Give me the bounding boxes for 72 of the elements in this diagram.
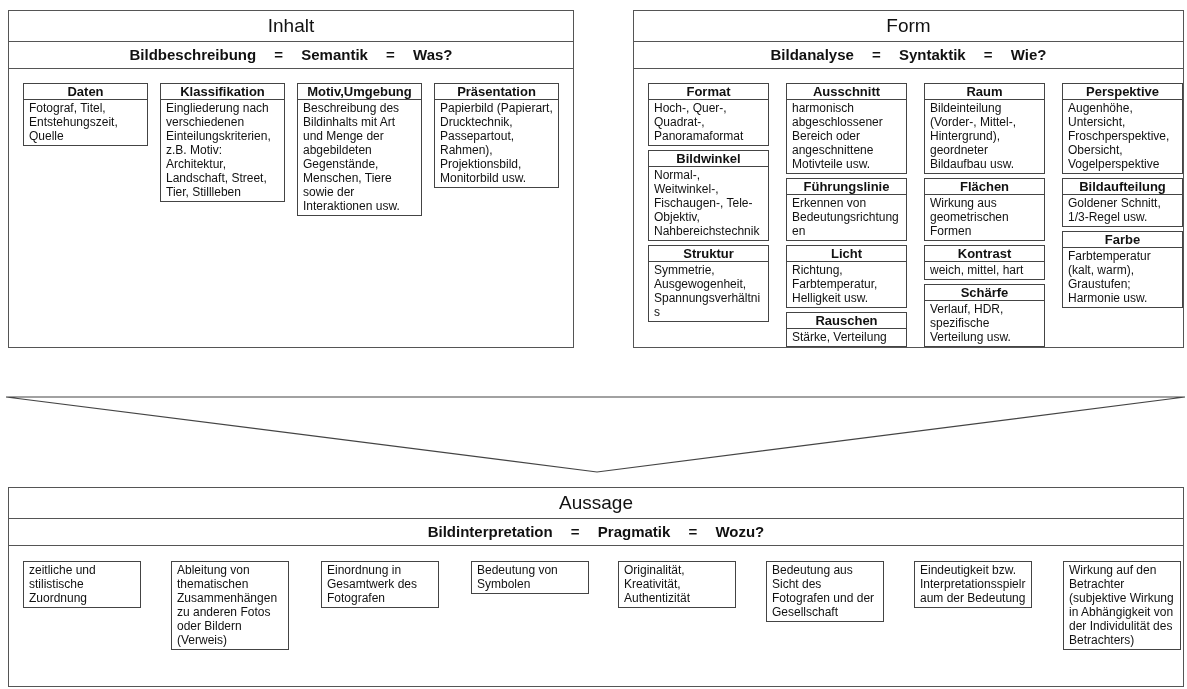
box-text: Farbtemperatur (kalt, warm), Graustufen; Harmonie usw. <box>1067 248 1152 307</box>
category-box <box>160 83 285 202</box>
text-box: Bedeutung von Symbolen <box>471 561 589 594</box>
box-text: Richtung, Farbtemperatur, Helligkeit usw. <box>791 262 879 307</box>
category-box <box>1062 83 1183 174</box>
panel-subtitle: Bildbeschreibung = Semantik = Was? <box>9 42 573 69</box>
box-text: Bildeinteilung (Vorder-, Mittel-, Hintergrund), geordneter Bildaufbau usw. <box>929 100 1017 173</box>
category-box <box>1062 231 1183 308</box>
category-box <box>648 150 769 241</box>
text-box: Wirkung auf den Betrachter (subjektive Wirkung in Abhängigkeit von der Individulität des Betrachters) <box>1063 561 1181 650</box>
box-heading: Führungslinie <box>787 179 906 195</box>
box-heading: Format <box>649 84 768 100</box>
box-text: Hoch-, Quer-, Quadrat-, Panoramaformat <box>653 100 745 145</box>
box-text: Normal-, Weitwinkel-, Fischaugen-, Tele-Objektiv, Nahbereichstechnik <box>653 167 761 240</box>
box-heading: Licht <box>787 246 906 262</box>
box-heading: Präsentation <box>435 84 558 100</box>
category-box <box>23 83 148 146</box>
box-heading: Motiv,Umgebung <box>298 84 421 100</box>
box-text: Erkennen von Bedeutungsrichtungen <box>791 195 900 240</box>
box-text: Fotograf, Titel, Entstehungszeit, Quelle <box>28 100 119 145</box>
panel-title: Form <box>634 11 1183 42</box>
box-heading: Raum <box>925 84 1044 100</box>
category-box <box>786 83 907 174</box>
panel-subtitle: Bildanalyse = Syntaktik = Wie? <box>634 42 1183 69</box>
box-heading: Bildwinkel <box>649 151 768 167</box>
category-box <box>924 284 1045 347</box>
category-box <box>924 178 1045 241</box>
box-text: Stärke, Verteilung <box>791 329 888 346</box>
box-heading: Flächen <box>925 179 1044 195</box>
box-heading: Rauschen <box>787 313 906 329</box>
box-heading: Daten <box>24 84 147 100</box>
box-heading: Ausschnitt <box>787 84 906 100</box>
box-text: Wirkung aus geometrischen Formen <box>929 195 1010 240</box>
text-box: zeitliche und stilistische Zuordnung <box>23 561 141 608</box>
box-heading: Bildaufteilung <box>1063 179 1182 195</box>
category-box <box>297 83 422 216</box>
box-text: Verlauf, HDR, spezifische Verteilung usw. <box>929 301 1012 346</box>
category-box <box>924 83 1045 174</box>
category-box <box>786 312 907 347</box>
box-heading: Perspektive <box>1063 84 1182 100</box>
box-text: Symmetrie, Ausgewogenheit, Spannungsverhältnis <box>653 262 762 321</box>
box-text: Augenhöhe, Untersicht, Froschperspektive, Obersicht, Vogelperspektive <box>1067 100 1171 173</box>
panel <box>633 10 1184 348</box>
box-heading: Klassifikation <box>161 84 284 100</box>
box-text: harmonisch abgeschlossener Bereich oder angeschnittene Motivteile usw. <box>791 100 884 173</box>
category-box <box>648 83 769 146</box>
box-text: Eingliederung nach verschiedenen Einteilungskriterien, z.B. Motiv: Architektur, Landschaft, Street, Tier, Stillleben <box>165 100 272 201</box>
category-box <box>786 245 907 308</box>
box-text: Papierbild (Papierart, Drucktechnik, Passepartout, Rahmen), Projektionsbild, Monitorbild usw. <box>439 100 554 187</box>
box-heading: Farbe <box>1063 232 1182 248</box>
panel-title: Inhalt <box>9 11 573 42</box>
category-box <box>786 178 907 241</box>
text-box: Ableitung von thematischen Zusammenhängen zu anderen Fotos oder Bildern (Verweis) <box>171 561 289 650</box>
box-heading: Struktur <box>649 246 768 262</box>
category-box <box>924 245 1045 280</box>
text-box: Originalität, Kreativität, Authentizität <box>618 561 736 608</box>
box-heading: Kontrast <box>925 246 1044 262</box>
panel <box>8 487 1184 687</box>
panel <box>8 10 574 348</box>
text-box: Bedeutung aus Sicht des Fotografen und der Gesellschaft <box>766 561 884 622</box>
box-text: weich, mittel, hart <box>929 262 1025 279</box>
box-heading: Schärfe <box>925 285 1044 301</box>
category-box <box>1062 178 1183 227</box>
text-box: Eindeutigkeit bzw. Interpretationsspielraum der Bedeutung <box>914 561 1032 608</box>
panel-title: Aussage <box>9 488 1183 519</box>
box-text: Goldener Schnitt, 1/3-Regel usw. <box>1067 195 1162 226</box>
category-box <box>648 245 769 322</box>
category-box <box>434 83 559 188</box>
funnel-shape <box>5 396 1186 473</box>
text-box: Einordnung in Gesamtwerk des Fotografen <box>321 561 439 608</box>
box-text: Beschreibung des Bildinhalts mit Art und Menge der abgebildeten Gegenstände, Menschen, Tiere sowie der Interaktionen usw. <box>302 100 401 215</box>
panel-subtitle: Bildinterpretation = Pragmatik = Wozu? <box>9 519 1183 546</box>
